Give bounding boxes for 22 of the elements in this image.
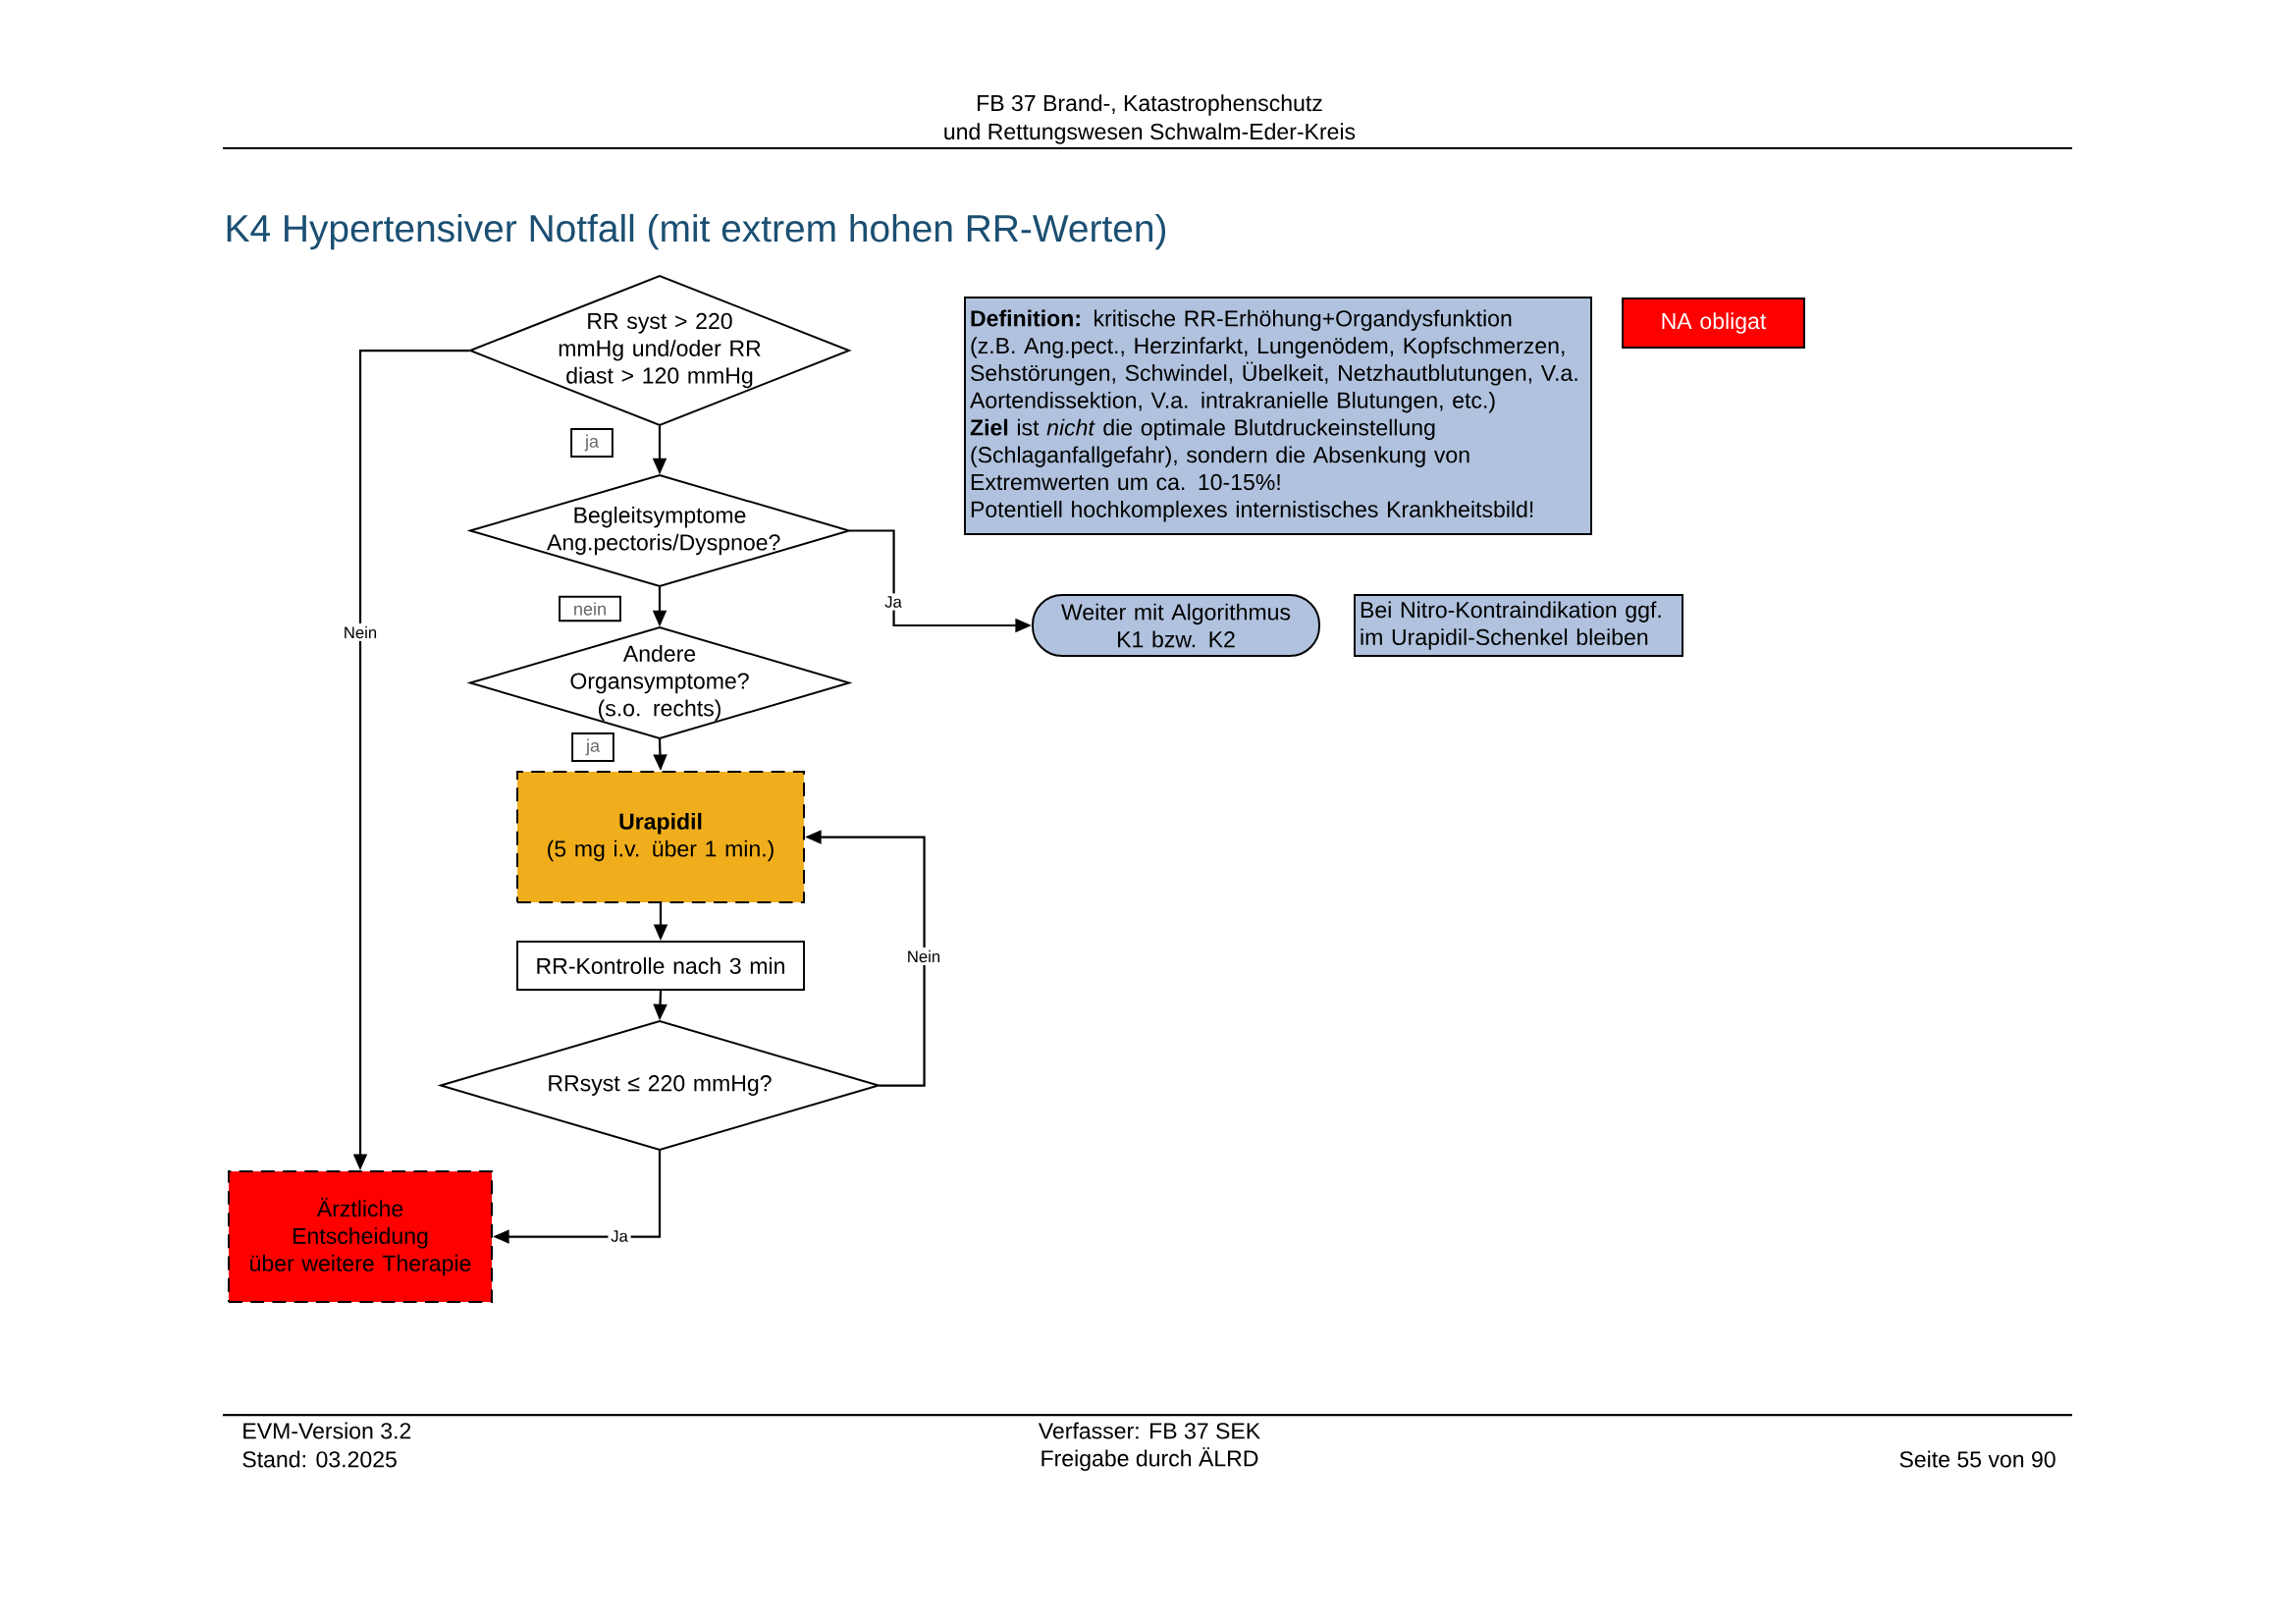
footer-text: EVM-Version 3.2: [243, 1422, 411, 1439]
process-box: Ärztliche Entscheidung über weitere Therapie: [228, 1170, 493, 1303]
footer-text: Freigabe durch ÄLRD: [1041, 1447, 1258, 1472]
edge-label: Ja: [608, 1227, 631, 1245]
process-box: RR-Kontrolle nach 3 min: [516, 941, 805, 991]
footer-text: Verfasser: FB 37 SEK: [1038, 1422, 1260, 1439]
edge-label: nein: [559, 595, 621, 623]
header-text: und Rettungswesen Schwalm-Eder-Kreis: [944, 123, 1356, 144]
alert-box: NA obligat: [1622, 298, 1805, 349]
note-box: Bei Nitro-Kontraindikation ggf. im Urapidil-Schenkel bleiben: [1354, 594, 1683, 657]
footer-text: Stand: 03.2025: [242, 1450, 397, 1468]
edge-label: ja: [570, 428, 614, 458]
footer-text: Seite 55 von 90: [1899, 1450, 2056, 1468]
terminal-box: Weiter mit Algorithmus K1 bzw. K2: [1032, 594, 1320, 657]
process-box: Urapidil (5 mg i.v. über 1 min.): [516, 771, 805, 903]
header-text: FB 37 Brand-, Katastrophenschutz: [978, 94, 1322, 116]
definition-box: Definition: kritische RR-Erhöhung+Organdysfunktion (z.B. Ang.pect., Herzinfarkt, Lungenödem, Kopfschmerzen, Sehstörungen, Schwindel, Übelkeit, Netzhautblutungen, V.a. Aortendissektion, V.a. intrakranielle Blutungen, etc.) Ziel ist nicht die optimale Blutdruckeinstellung (Schlaganfallgefahr), sondern die Absenkung von Extremwerten um ca. 10-15%! Potentiell hochkomplexes internistisches Krankheitsbild!: [964, 297, 1592, 535]
edge-label: Ja: [881, 593, 905, 611]
edge-label: ja: [571, 732, 614, 762]
title: K4 Hypertensiver Notfall (mit extrem hohen RR-Werten): [227, 213, 1166, 250]
edge-label: Nein: [341, 623, 380, 641]
edge-label: Nein: [904, 947, 943, 965]
